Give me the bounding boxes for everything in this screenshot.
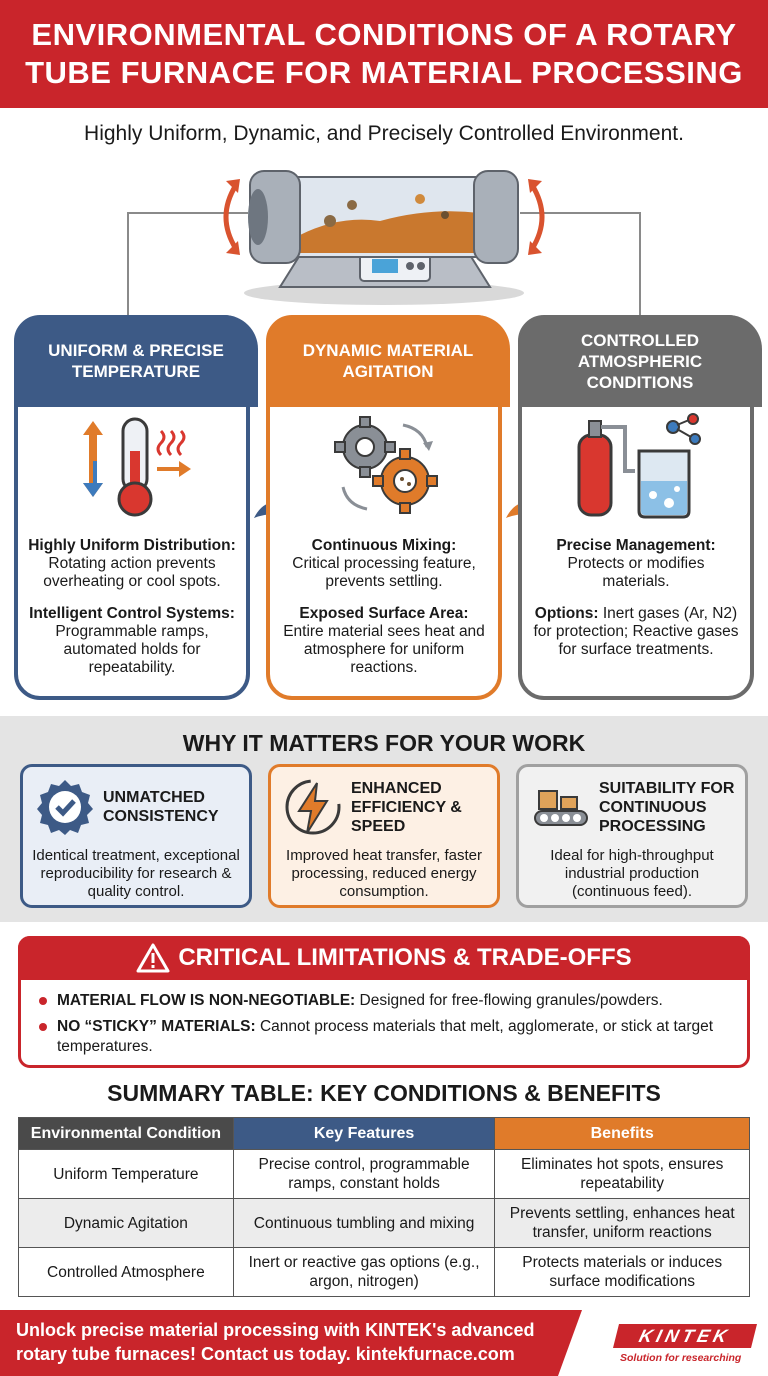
limitations-title: CRITICAL LIMITATIONS & TRADE-OFFS [178, 944, 632, 971]
column-title: CONTROLLED ATMOSPHERIC CONDITIONS [518, 315, 762, 407]
feature-column-atmosphere: CONTROLLED ATMOSPHERIC CONDITIONS Precis… [518, 315, 762, 700]
header-banner: ENVIRONMENTAL CONDITIONS OF A ROTARY TUB… [0, 0, 768, 108]
limitation-item: NO “STICKY” MATERIALS: Cannot process ma… [35, 1017, 737, 1057]
benefit-card-consistency: UNMATCHED CONSISTENCY Identical treatmen… [20, 764, 252, 908]
table-cell: Continuous tumbling and mixing [232, 1198, 496, 1248]
summary-title: SUMMARY TABLE: KEY CONDITIONS & BENEFITS [107, 1080, 661, 1106]
column-header: Benefits [494, 1117, 750, 1150]
kintek-logo[interactable]: KINTEK Solution for researching [600, 1310, 768, 1376]
badge-check-icon [37, 780, 93, 835]
card-title: UNMATCHED CONSISTENCY [103, 789, 219, 825]
table-row: Dynamic Agitation Continuous tumbling an… [18, 1198, 750, 1248]
item-intelligent-control: Intelligent Control Systems:Programmable… [29, 605, 235, 676]
table-cell: Prevents settling, enhances heat transfe… [494, 1198, 750, 1248]
item-exposed-surface: Exposed Surface Area:Entire material see… [283, 605, 485, 676]
why-it-matters-section: WHY IT MATTERS FOR YOUR WORK UNMATCHED C… [0, 716, 768, 922]
column-text: Highly Uniform Distribution:Rotating act… [28, 537, 236, 691]
limitations-list: MATERIAL FLOW IS NON-NEGOTIABLE: Designe… [35, 991, 737, 1063]
item-precise-management: Precise Management:Protects or modifies … [556, 537, 716, 590]
table-row: Uniform Temperature Precise control, pro… [18, 1149, 750, 1199]
item-options: Options: Inert gases (Ar, N2) for protec… [533, 605, 739, 658]
rotary-furnace-illustration [127, 170, 641, 315]
card-body: Ideal for high-throughput industrial pro… [550, 847, 714, 900]
table-row: Controlled Atmosphere Inert or reactive … [18, 1247, 750, 1297]
table-cell: Inert or reactive gas options (e.g., arg… [232, 1247, 496, 1297]
card-body: Improved heat transfer, faster processin… [286, 847, 482, 900]
benefit-card-continuous: SUITABILITY FOR CONTINUOUS PROCESSING Id… [516, 764, 748, 908]
feature-column-temperature: UNIFORM & PRECISE TEMPERATURE Highly Uni… [14, 315, 258, 700]
section-title: WHY IT MATTERS FOR YOUR WORK [182, 730, 586, 756]
conveyor-icon [534, 790, 588, 826]
logo-text: KINTEK [637, 1325, 734, 1346]
benefit-card-efficiency: ENHANCED EFFICIENCY & SPEED Improved hea… [268, 764, 500, 908]
lightning-icon [285, 779, 341, 835]
column-text: Continuous Mixing:Critical processing fe… [280, 537, 488, 691]
table-cell: Dynamic Agitation [18, 1198, 234, 1248]
column-title: UNIFORM & PRECISE TEMPERATURE [14, 315, 258, 407]
column-text: Precise Management:Protects or modifies … [532, 537, 740, 673]
column-title: DYNAMIC MATERIAL AGITATION [266, 315, 510, 407]
footer-cta-text[interactable]: Unlock precise material processing with … [16, 1320, 535, 1364]
item-highly-uniform: Highly Uniform Distribution:Rotating act… [28, 537, 236, 590]
column-header: Key Features [232, 1117, 496, 1150]
feature-column-agitation: DYNAMIC MATERIAL AGITATION Continuous Mi… [266, 315, 510, 700]
summary-table: Environmental Condition Key Features Ben… [18, 1117, 750, 1297]
limitations-box: CRITICAL LIMITATIONS & TRADE-OFFS MATERI… [18, 936, 750, 1068]
page-subtitle: Highly Uniform, Dynamic, and Precisely C… [84, 122, 684, 145]
column-header: Environmental Condition [18, 1117, 234, 1150]
card-body: Identical treatment, exceptional reprodu… [32, 847, 240, 900]
gas-cylinder-icon [577, 413, 701, 519]
item-continuous-mixing: Continuous Mixing:Critical processing fe… [292, 537, 476, 590]
logo-tagline: Solution for researching [620, 1352, 742, 1364]
table-cell: Uniform Temperature [18, 1149, 234, 1199]
page-title: ENVIRONMENTAL CONDITIONS OF A ROTARY TUB… [25, 17, 743, 90]
table-header-row: Environmental Condition Key Features Ben… [18, 1117, 750, 1150]
limitations-header: CRITICAL LIMITATIONS & TRADE-OFFS [18, 936, 750, 980]
table-cell: Precise control, programmable ramps, con… [232, 1149, 496, 1199]
card-title: ENHANCED EFFICIENCY & SPEED [351, 779, 462, 835]
gears-icon [334, 416, 438, 514]
warning-icon [136, 943, 170, 973]
thermometer-icon [83, 417, 191, 517]
card-title: SUITABILITY FOR CONTINUOUS PROCESSING [599, 779, 735, 835]
footer-banner: Unlock precise material processing with … [0, 1310, 768, 1376]
table-cell: Controlled Atmosphere [18, 1247, 234, 1297]
table-cell: Eliminates hot spots, ensures repeatabil… [494, 1149, 750, 1199]
table-cell: Protects materials or induces surface mo… [494, 1247, 750, 1297]
limitation-item: MATERIAL FLOW IS NON-NEGOTIABLE: Designe… [35, 991, 737, 1011]
